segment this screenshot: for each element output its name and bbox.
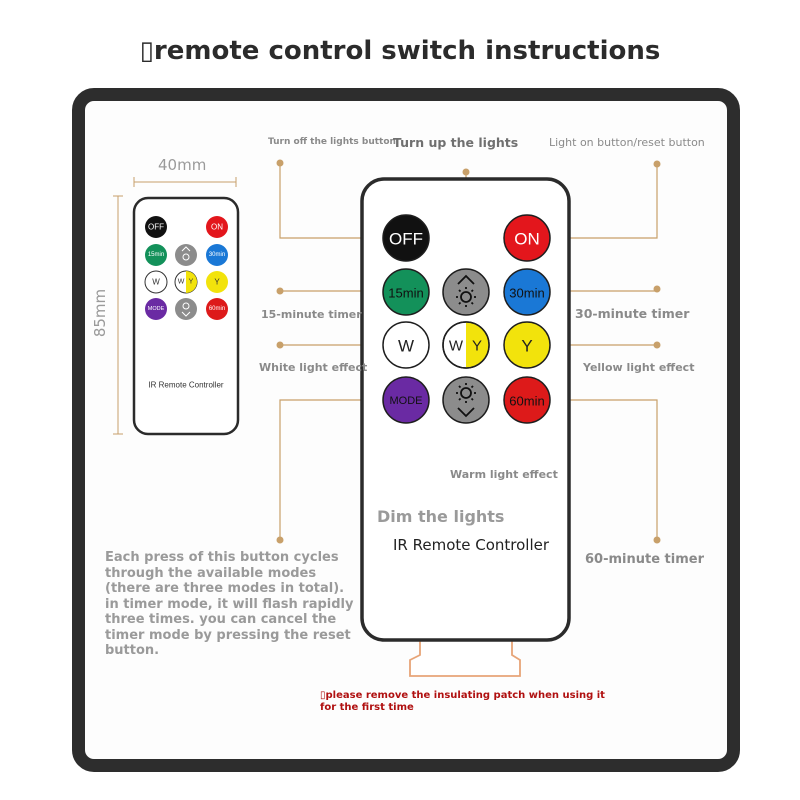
timer-60min-label: 60min xyxy=(509,394,544,409)
brightness-down-button xyxy=(442,376,490,424)
mode-button xyxy=(382,376,430,424)
width-dimension-label: 40mm xyxy=(158,156,207,174)
warm-y-label: Y xyxy=(472,338,482,355)
small-off-button xyxy=(145,216,167,238)
brightness-down-icon xyxy=(181,302,191,317)
brightness-up-icon xyxy=(181,246,191,261)
small-white-button xyxy=(144,270,168,294)
small-30min-label: 30min xyxy=(209,252,225,258)
small-off-label: OFF xyxy=(148,223,164,232)
small-30min-button xyxy=(206,244,228,266)
yellow-light-label: Y xyxy=(521,337,532,356)
warm-light-yellow-half xyxy=(466,322,489,368)
page-title: ▯remote control switch instructions xyxy=(139,36,661,66)
height-dimension-label: 85mm xyxy=(91,288,110,338)
timer-15min-button xyxy=(382,268,430,316)
timer-15min-label: 15min xyxy=(388,286,423,301)
large-remote-buttons xyxy=(382,214,551,424)
small-60min-label: 60min xyxy=(209,306,225,312)
small-on-label: ON xyxy=(211,223,223,232)
small-mode-button xyxy=(145,298,167,320)
yellow-light-button xyxy=(503,321,551,369)
label-light-on: Light on button/reset button xyxy=(549,136,705,149)
small-y-label: Y xyxy=(214,278,220,287)
height-dimension xyxy=(113,195,123,435)
on-label: ON xyxy=(514,230,540,249)
timer-30min-button xyxy=(503,268,551,316)
label-turn-off: Turn off the lights button xyxy=(268,137,396,147)
label-timer-60: 60-minute timer xyxy=(585,552,704,567)
label-warm-effect: Warm light effect xyxy=(450,468,558,481)
small-15min-label: 15min xyxy=(148,252,164,258)
mode-label: MODE xyxy=(390,395,423,407)
battery-tab xyxy=(409,640,521,677)
on-button xyxy=(503,214,551,262)
mode-description: Each press of this button cycles through… xyxy=(105,550,354,658)
label-yellow-effect: Yellow light effect xyxy=(583,361,695,374)
white-light-label: W xyxy=(398,337,414,356)
label-timer-30: 30-minute timer xyxy=(575,306,690,321)
small-w-label: W xyxy=(152,278,160,287)
large-remote-name: IR Remote Controller xyxy=(393,536,550,554)
small-warm-w-label: W xyxy=(178,279,185,286)
label-dim: Dim the lights xyxy=(377,507,505,526)
small-on-button xyxy=(206,216,228,238)
label-timer-15: 15-minute timer xyxy=(261,308,362,321)
brightness-down-icon xyxy=(456,383,476,418)
timer-30min-label: 30min xyxy=(509,286,544,301)
small-yellow-button xyxy=(206,271,228,293)
small-60min-button xyxy=(206,298,228,320)
label-turn-up: Turn up the lights xyxy=(393,135,519,150)
off-label: OFF xyxy=(389,230,423,249)
label-white-effect: White light effect xyxy=(259,361,368,374)
small-15min-button xyxy=(145,244,167,266)
small-up-button xyxy=(175,244,197,266)
small-warm-y-label: Y xyxy=(189,279,194,286)
small-remote-name: IR Remote Controller xyxy=(148,381,223,390)
brightness-up-icon xyxy=(456,274,476,307)
off-button xyxy=(382,214,430,262)
white-light-button xyxy=(382,321,430,369)
small-mode-label: MODE xyxy=(148,306,165,312)
timer-60min-button xyxy=(503,376,551,424)
width-dimension xyxy=(133,177,237,187)
warm-w-label: W xyxy=(449,338,464,355)
insulating-patch-note: ▯please remove the insulating patch when… xyxy=(320,690,605,713)
